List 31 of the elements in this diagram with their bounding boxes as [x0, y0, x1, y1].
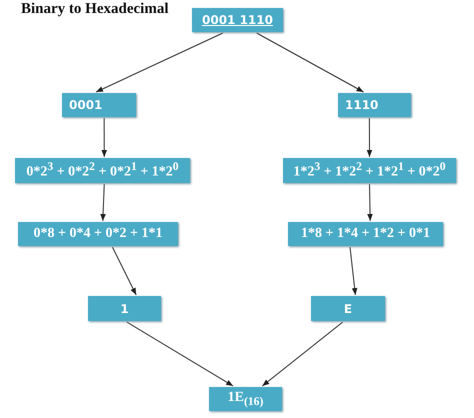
process-box	[62, 93, 136, 117]
arrow	[367, 184, 373, 222]
box-text: 1110	[345, 98, 378, 112]
arrow	[350, 246, 358, 296]
process-box	[18, 222, 178, 246]
process-box	[15, 158, 190, 183]
arrow	[100, 184, 106, 222]
box-text: 1*8 + 1*4 + 1*2 + 0*1	[301, 226, 430, 242]
arrow	[262, 322, 344, 386]
arrow	[101, 118, 108, 158]
arrow	[366, 118, 372, 158]
diagram-title: Binary to Hexadecimal	[21, 1, 168, 18]
process-box	[288, 222, 443, 246]
box-text: 0001	[69, 98, 102, 112]
arrow	[126, 322, 234, 386]
box-text: 1E$_{(16)}$	[228, 390, 264, 408]
arrow	[256, 32, 364, 92]
process-box	[209, 387, 282, 411]
box-text: 0001 1110	[202, 13, 273, 27]
process-box	[311, 296, 385, 321]
arrow	[96, 32, 224, 92]
box-text: 0*2$^{3}$ + 0*2$^{2}$ + 0*2$^{1}$ + 1*2$^{0}$	[26, 160, 179, 181]
box-text: E	[344, 302, 352, 316]
process-box	[338, 93, 411, 117]
arrow	[112, 246, 137, 296]
box-text: 1*2$^{3}$ + 1*2$^{2}$ + 1*2$^{1}$ + 0*2$^{0}$	[293, 160, 446, 181]
box-text: 1	[120, 302, 129, 316]
process-box	[88, 296, 161, 321]
process-box	[192, 8, 283, 32]
process-box	[283, 158, 456, 183]
box-text: 0*8 + 0*4 + 0*2 + 1*1	[34, 226, 162, 242]
